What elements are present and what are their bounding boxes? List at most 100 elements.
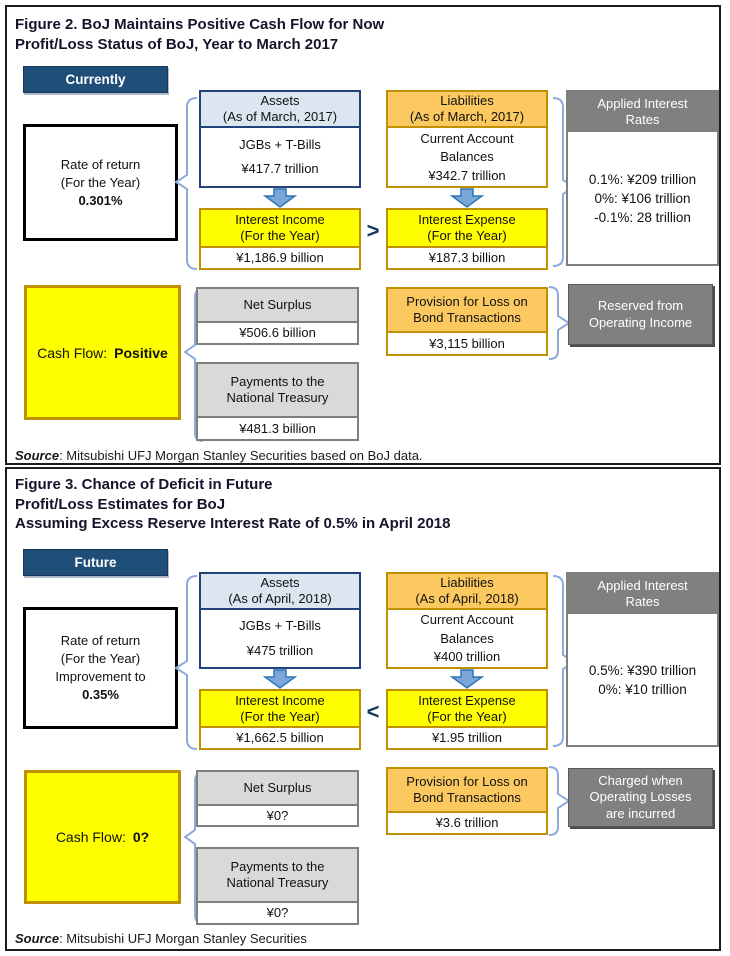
charged-note-line2: Operating Losses [589, 789, 692, 805]
liabilities-body: Current Account Balances ¥400 trillion [386, 608, 548, 669]
provision-header-line2: Bond Transactions [413, 310, 521, 325]
interest-expense-line2: (For the Year) [427, 708, 507, 724]
applied-rate-line2: 0%: ¥106 trillion [594, 190, 691, 206]
applied-rates-header-line2: Rates [625, 112, 660, 127]
payments-amount: ¥0? [196, 901, 359, 925]
applied-rates-body: 0.5%: ¥390 trillion 0%: ¥10 trillion [568, 614, 717, 745]
assets-amount: ¥417.7 trillion [241, 161, 319, 177]
assets-header-line2: (As of March, 2017) [222, 109, 338, 124]
figure3-title-line1: Figure 3. Chance of Deficit in Future [15, 476, 273, 493]
rate-of-return-box: Rate of return (For the Year) 0.301% [23, 124, 178, 241]
rate-line1: Rate of return [60, 633, 141, 648]
applied-rate-line1: 0.5%: ¥390 trillion [588, 662, 697, 678]
liabilities-item-line2: Balances [440, 630, 494, 646]
reserved-note: Reserved from Operating Income [568, 284, 713, 345]
net-surplus-amount: ¥0? [196, 804, 359, 827]
provision-header-line1: Provision for Loss on [406, 774, 528, 789]
net-surplus-amount: ¥506.6 billion [196, 321, 359, 345]
liabilities-header-line2: (As of March, 2017) [409, 109, 525, 124]
charged-note: Charged when Operating Losses are incurr… [568, 768, 713, 827]
interest-income-line1: Interest Income [235, 212, 325, 227]
provision-amount: ¥3.6 trillion [386, 811, 548, 835]
figure2-title-line2: Profit/Loss Status of BoJ, Year to March… [15, 35, 339, 53]
interest-income-amount: ¥1,662.5 billion [199, 726, 361, 750]
figure2-source: Source: Mitsubishi UFJ Morgan Stanley Se… [15, 448, 423, 463]
applied-rate-line3: -0.1%: 28 trillion [594, 209, 691, 225]
liabilities-body: Current Account Balances ¥342.7 trillion [386, 126, 548, 188]
rate-line2: (For the Year) [60, 174, 141, 190]
payments-header-line1: Payments to the [230, 859, 325, 874]
charged-note-line1: Charged when [598, 772, 683, 788]
cash-flow-value: Positive [114, 344, 168, 361]
interest-income-line2: (For the Year) [240, 228, 320, 243]
cash-flow-box: Cash Flow: 0? [24, 770, 181, 904]
liabilities-item-line1: Current Account [420, 130, 514, 146]
provision-amount: ¥3,115 billion [386, 331, 548, 356]
interest-income-line1: Interest Income [235, 692, 325, 708]
down-arrow-icon [449, 188, 485, 208]
liabilities-header: Liabilities (As of April, 2018) [386, 572, 548, 610]
assets-header: Assets (As of April, 2018) [199, 572, 361, 610]
provision-header: Provision for Loss on Bond Transactions [386, 767, 548, 813]
payments-header-line2: National Treasury [226, 390, 329, 405]
interest-income-header: Interest Income (For the Year) [199, 689, 361, 728]
assets-body: JGBs + T-Bills ¥417.7 trillion [199, 126, 361, 188]
provision-header: Provision for Loss on Bond Transactions [386, 287, 548, 333]
liabilities-item-line1: Current Account [420, 612, 514, 628]
interest-expense-line1: Interest Expense [418, 212, 516, 227]
source-text: : Mitsubishi UFJ Morgan Stanley Securiti… [59, 448, 423, 463]
down-arrow-icon [449, 669, 485, 689]
liabilities-item-line2: Balances [440, 149, 494, 164]
assets-header: Assets (As of March, 2017) [199, 90, 361, 128]
interest-expense-amount: ¥187.3 billion [386, 246, 548, 270]
interest-expense-header: Interest Expense (For the Year) [386, 689, 548, 728]
rate-line2: (For the Year) [60, 651, 141, 666]
cash-flow-label: Cash Flow: [55, 829, 126, 845]
comparator-sign: > [366, 218, 380, 243]
liabilities-amount: ¥342.7 trillion [428, 167, 506, 183]
rate-line1: Rate of return [60, 156, 141, 172]
net-surplus-header: Net Surplus [196, 770, 359, 806]
interest-income-amount: ¥1,186.9 billion [199, 246, 361, 270]
assets-header-line1: Assets [260, 575, 300, 590]
applied-rates-header-line2: Rates [625, 594, 660, 609]
net-surplus-header: Net Surplus [196, 287, 359, 323]
applied-rates-box: Applied Interest Rates 0.1%: ¥209 trilli… [566, 90, 719, 266]
payments-amount: ¥481.3 billion [196, 416, 359, 441]
applied-rates-header: Applied Interest Rates [568, 574, 717, 614]
currently-badge: Currently [23, 66, 168, 93]
figure3-panel: Figure 3. Chance of Deficit in Future Pr… [5, 467, 721, 951]
payments-header-line2: National Treasury [226, 875, 329, 890]
assets-item: JGBs + T-Bills [239, 618, 321, 634]
figure2-panel: Figure 2. BoJ Maintains Positive Cash Fl… [5, 5, 721, 465]
liabilities-header-line1: Liabilities [440, 575, 494, 590]
source-label: Source [15, 448, 60, 463]
liabilities-header: Liabilities (As of March, 2017) [386, 90, 548, 128]
interest-expense-amount: ¥1.95 trillion [386, 726, 548, 750]
assets-amount: ¥475 trillion [246, 642, 314, 658]
down-arrow-icon [262, 188, 298, 208]
payments-header: Payments to the National Treasury [196, 362, 359, 418]
assets-body: JGBs + T-Bills ¥475 trillion [199, 608, 361, 669]
figure2-title-line1: Figure 2. BoJ Maintains Positive Cash Fl… [15, 16, 385, 33]
applied-rates-header: Applied Interest Rates [568, 92, 717, 132]
rate-of-return-box: Rate of return (For the Year) Improvemen… [23, 607, 178, 729]
applied-rate-line1: 0.1%: ¥209 trillion [588, 171, 697, 187]
applied-rates-body: 0.1%: ¥209 trillion 0%: ¥106 trillion -0… [568, 132, 717, 264]
applied-rates-header-line1: Applied Interest [597, 578, 688, 593]
interest-expense-line2: (For the Year) [427, 228, 507, 243]
assets-item: JGBs + T-Bills [239, 136, 321, 152]
interest-income-line2: (For the Year) [240, 708, 320, 724]
cash-flow-label: Cash Flow: [37, 344, 108, 361]
charged-note-line3: are incurred [605, 805, 676, 821]
cash-flow-box: Cash Flow: Positive [24, 285, 181, 420]
payments-header-line1: Payments to the [230, 374, 325, 389]
figure3-title-line3: Assuming Excess Reserve Interest Rate of… [15, 515, 451, 532]
rate-value: 0.301% [78, 192, 123, 208]
rate-line3: Improvement to [55, 669, 146, 684]
assets-header-line1: Assets [260, 93, 300, 108]
applied-rate-line2: 0%: ¥10 trillion [598, 681, 687, 697]
brace-connector-left [174, 97, 198, 270]
liabilities-header-line2: (As of April, 2018) [415, 591, 519, 606]
comparator-sign: < [366, 699, 380, 724]
